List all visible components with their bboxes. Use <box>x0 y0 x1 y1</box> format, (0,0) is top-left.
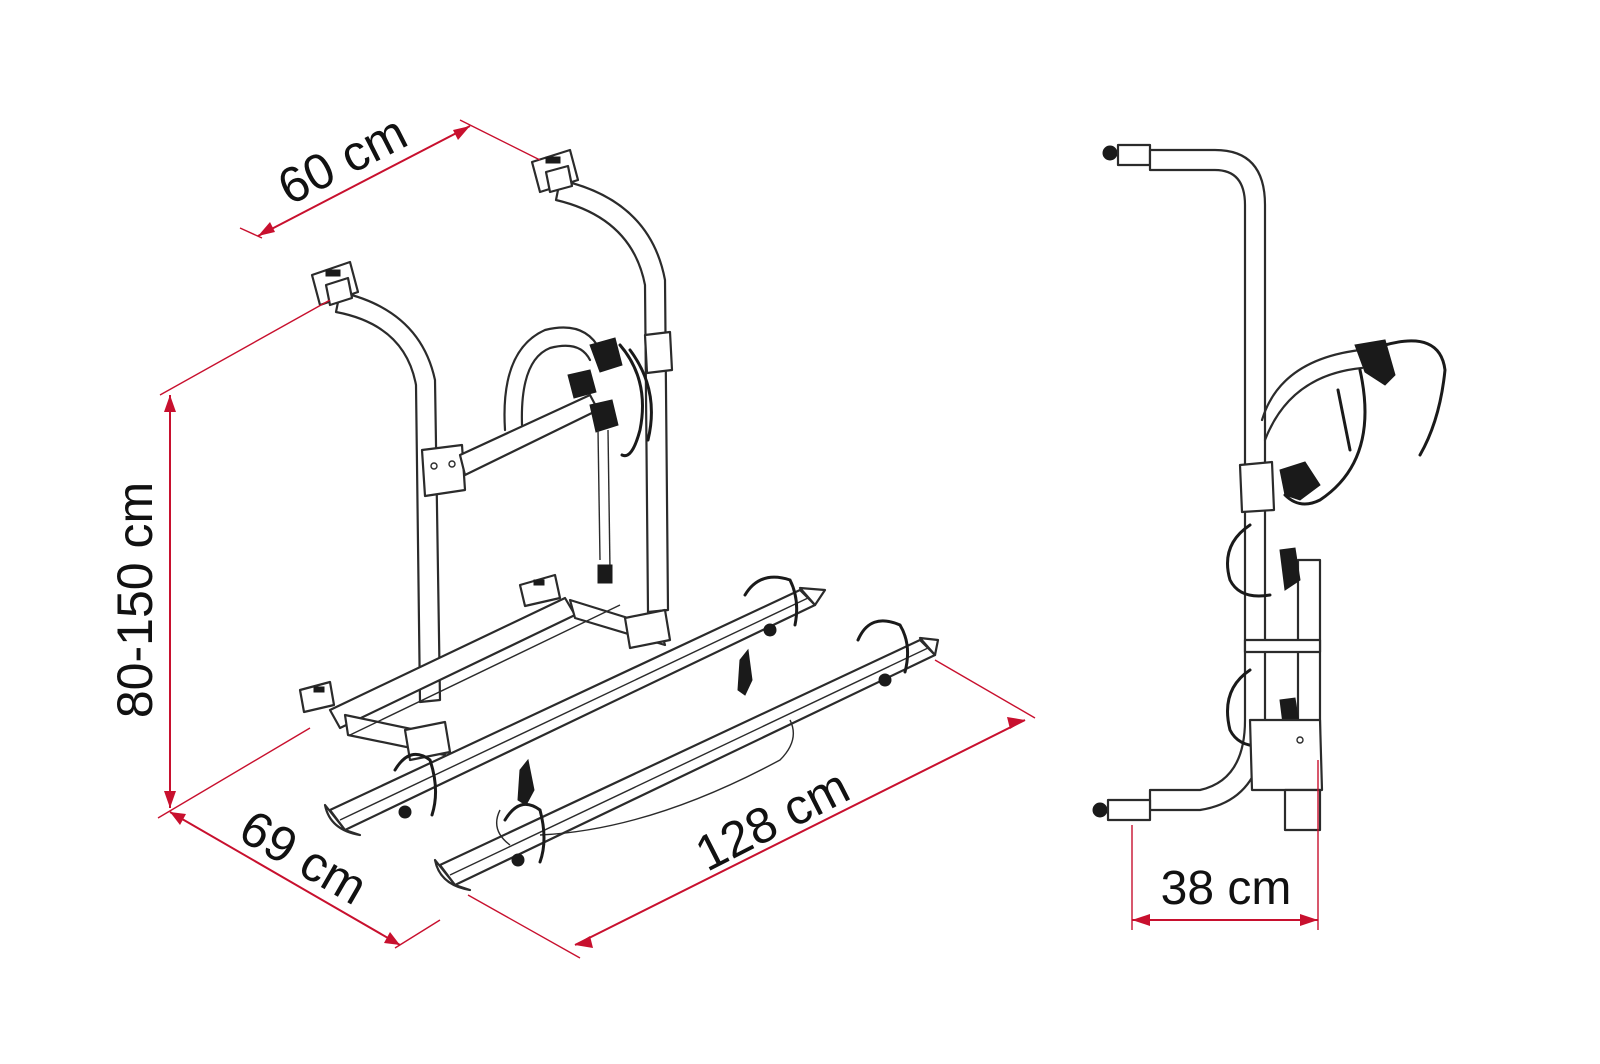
top-left-bracket <box>310 260 360 307</box>
dim-line-top-width <box>257 125 471 237</box>
dim-line-depth <box>169 811 401 946</box>
dim-label-top-width: 60 cm <box>269 104 416 216</box>
carrier-isometric-view <box>298 148 940 892</box>
dim-label-length: 128 cm <box>687 758 859 882</box>
dim-label-side-depth: 38 cm <box>1161 862 1292 915</box>
dim-line-length <box>574 719 1026 946</box>
carrier-side-view <box>1092 143 1447 832</box>
top-right-bracket <box>530 148 580 194</box>
dim-label-height: 80-150 cm <box>107 482 163 718</box>
dimension-lines <box>157 119 1319 959</box>
